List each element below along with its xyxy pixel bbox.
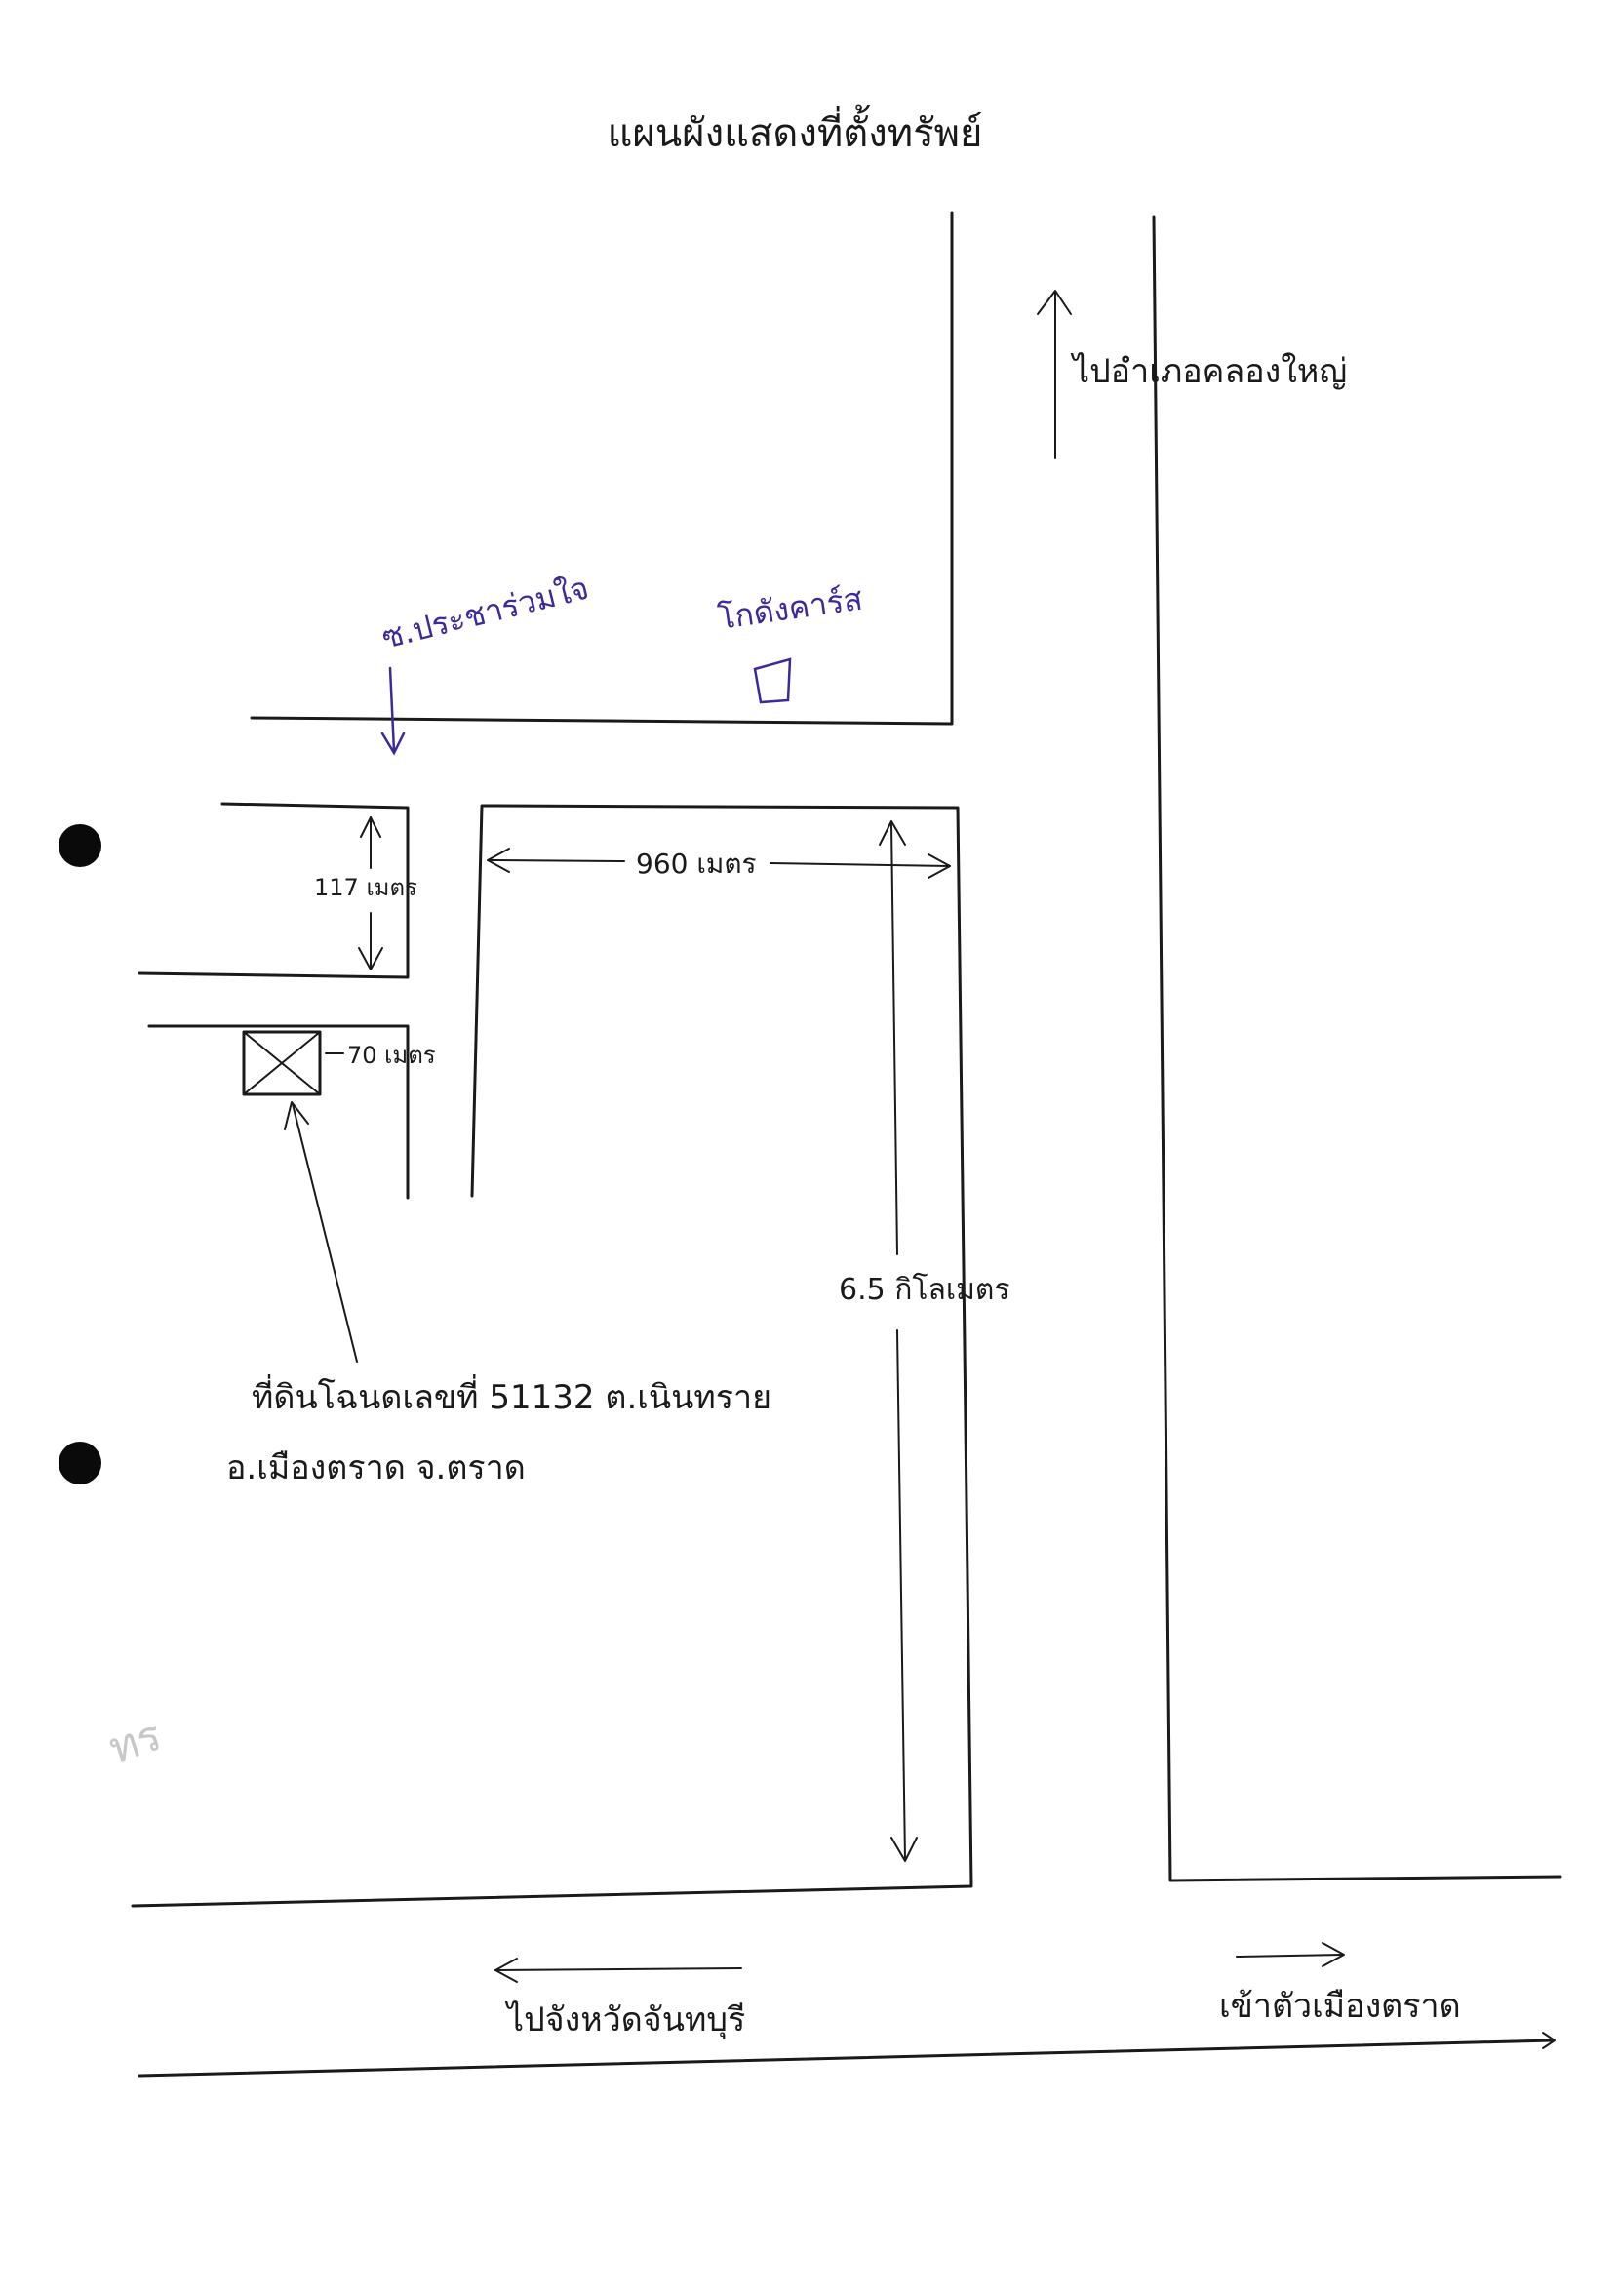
property-description-line2: อ.เมืองตราด จ.ตราด (226, 1448, 526, 1487)
map-title: แผนผังแสดงที่ตั้งทรัพย์ (608, 104, 983, 156)
highway-east-edge (1152, 215, 1562, 1882)
dimension-960 (487, 848, 951, 879)
label-6-5km: 6.5 กิโลเมตร (839, 1272, 1010, 1307)
label-70m: 70 เมตร (347, 1042, 436, 1069)
punch-hole-bottom (59, 1442, 101, 1484)
arrow-soi (380, 666, 406, 756)
arrow-east (1236, 1942, 1345, 1967)
soi-road-south-west-edge (147, 1024, 410, 1200)
soi-road-west-edge (138, 802, 410, 979)
arrow-north (1037, 290, 1072, 459)
label-building: โกดังคาร์ส (716, 580, 865, 637)
label-direction-west: ไปจังหวัดจันทบุรี (504, 2000, 745, 2039)
arrow-west (494, 1958, 742, 1983)
soi-road-east-edge (131, 804, 973, 1908)
dimension-117 (358, 816, 383, 970)
main-road-south-edge (138, 2039, 1555, 2078)
label-960m: 960 เมตร (636, 848, 757, 880)
main-road-south-arrow (1542, 2032, 1556, 2049)
highway-west-edge (250, 211, 954, 726)
punch-hole-top (59, 824, 101, 867)
property-plot-symbol (242, 1030, 322, 1096)
arrow-property-pointer (284, 1101, 358, 1363)
faint-annotation: ทร (103, 1711, 168, 1774)
property-description-line1: ที่ดินโฉนดเลขที่ 51132 ต.เนินทราย (252, 1374, 771, 1417)
label-direction-east: เข้าตัวเมืองตราด (1219, 1987, 1461, 2026)
label-117m: 117 เมตร (314, 874, 417, 901)
label-road-north: ไปอำเภอคลองใหญ่ (1070, 352, 1347, 391)
dimension-6-5km (879, 820, 918, 1862)
label-soi-name: ซ.ประชาร่วมใจ (378, 569, 593, 655)
building-symbol (753, 657, 792, 704)
